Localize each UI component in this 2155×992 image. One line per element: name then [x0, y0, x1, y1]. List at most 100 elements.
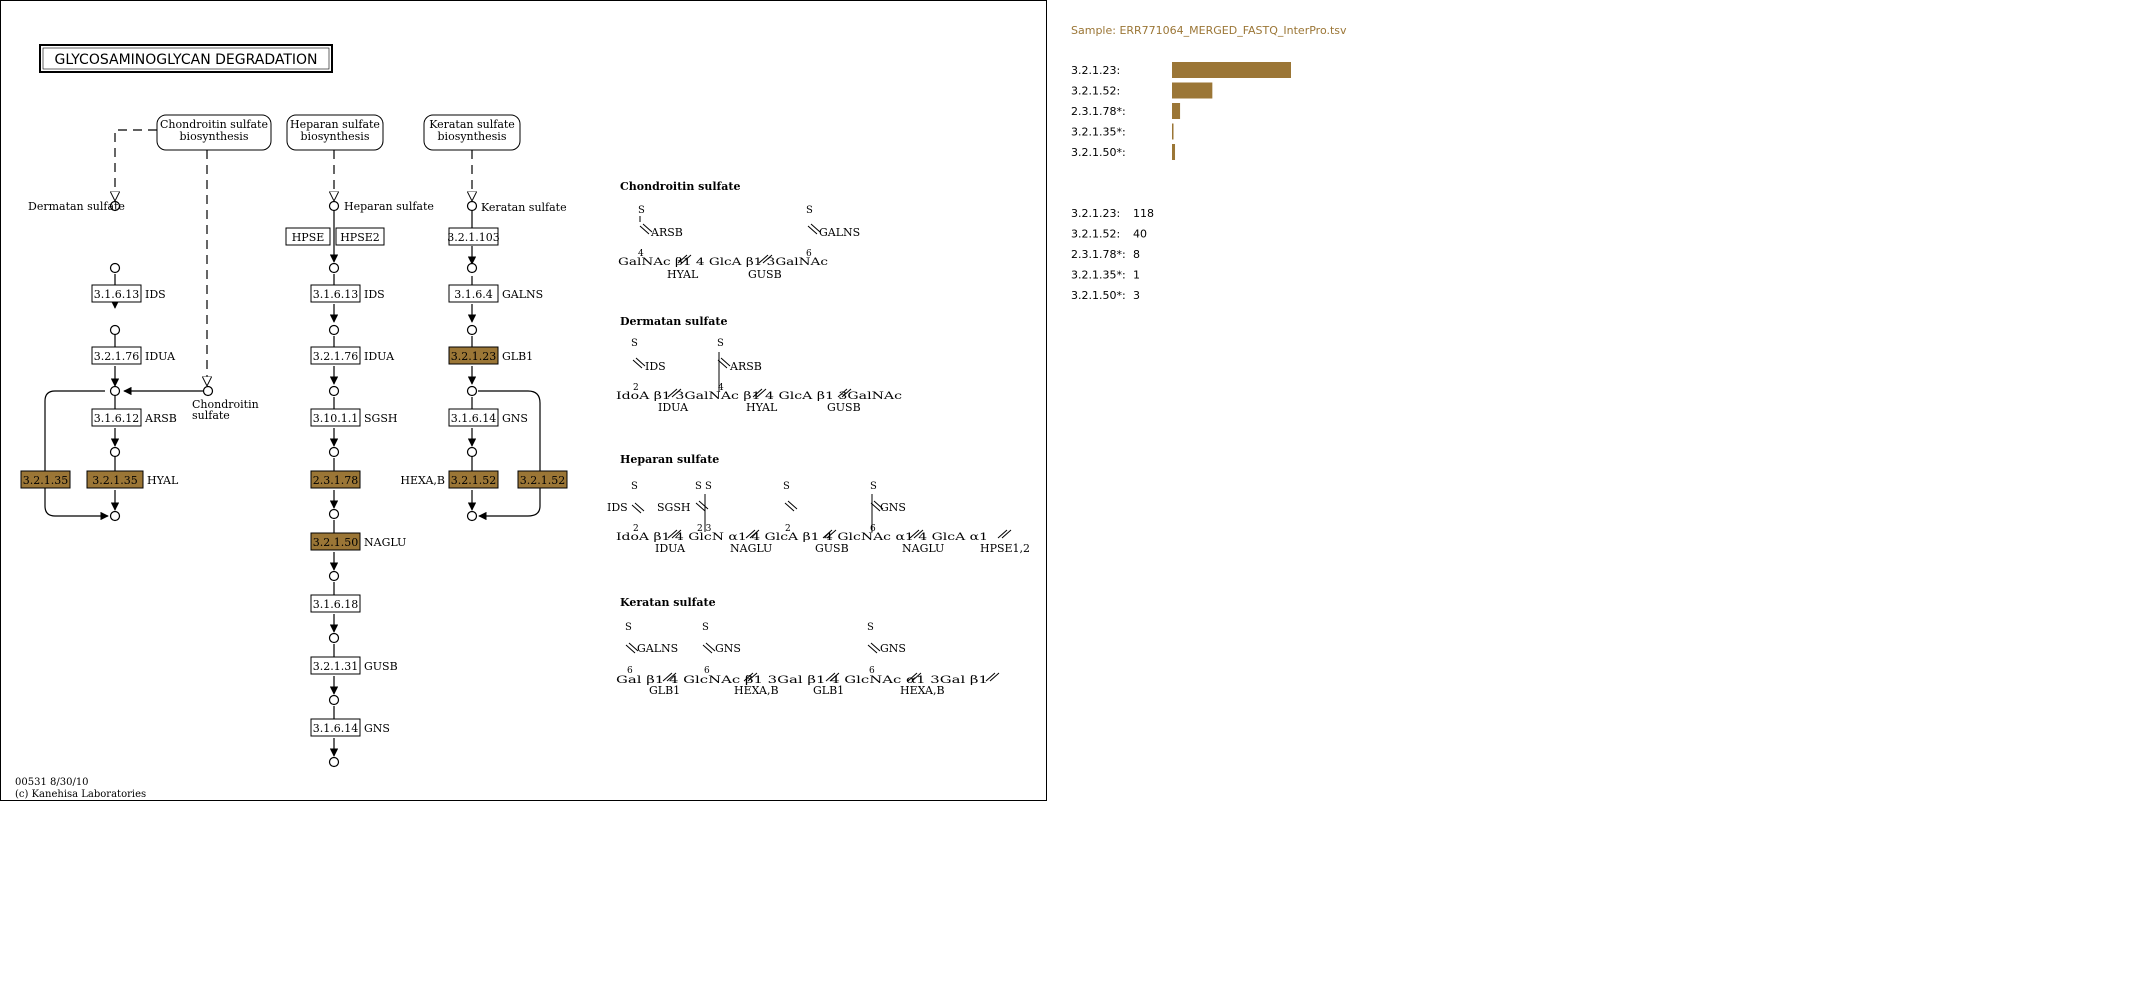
- structure-label: S: [870, 481, 877, 492]
- map-frame: [0, 0, 1047, 801]
- structure-label: HPSE1,2: [980, 542, 1030, 555]
- enzyme-box[interactable]: 3.2.1.52 HEXA,B: [400, 470, 499, 489]
- structure-label: S S: [695, 481, 712, 492]
- enzyme-box[interactable]: 3.1.6.13 IDS: [310, 284, 385, 303]
- enzyme-box[interactable]: HPSE: [285, 227, 331, 246]
- pathway-title-box: [39, 44, 333, 73]
- enzyme-ec: 3.1.6.4: [454, 288, 492, 301]
- enzyme-box[interactable]: 3.2.1.35: [20, 470, 71, 489]
- enzyme-gene: IDS: [364, 288, 385, 301]
- structure-title: Dermatan sulfate: [620, 315, 727, 328]
- enzyme-box[interactable]: 2.3.1.78: [310, 470, 361, 489]
- count-category: 3.2.1.50*:: [1071, 289, 1126, 302]
- enzyme-box[interactable]: 3.2.1.52: [517, 470, 568, 489]
- enzyme-ec: 3.1.6.14: [313, 722, 358, 735]
- enzyme-box[interactable]: 3.1.6.14 GNS: [310, 718, 390, 737]
- structure-title: Keratan sulfate: [620, 596, 716, 609]
- enzyme-box[interactable]: 3.2.1.103: [447, 227, 500, 246]
- cleavage-marks: [625, 216, 1012, 682]
- enzyme-ec: 3.10.1.1: [313, 412, 358, 425]
- count-value: 40: [1133, 228, 1147, 241]
- structure-label: ARSB: [729, 360, 762, 373]
- enzyme-ec: HPSE: [292, 231, 325, 244]
- structure-label: 2 3: [697, 524, 712, 534]
- structure-label: GALNS: [819, 226, 860, 239]
- footer-copyright: (c) Kanehisa Laboratories: [15, 789, 146, 800]
- enzyme-ec: 3.2.1.76: [94, 350, 139, 363]
- bar: [1172, 123, 1174, 140]
- structure-label: 2: [785, 524, 791, 534]
- structure-label: GLB1: [649, 684, 680, 697]
- structure-label: ARSB: [650, 226, 683, 239]
- enzyme-ec: 3.2.1.35: [92, 474, 137, 487]
- structure-title: Heparan sulfate: [620, 453, 719, 466]
- pathway-title: GLYCOSAMINOGLYCAN DEGRADATION: [54, 52, 317, 68]
- enzyme-ec: 3.2.1.52: [451, 474, 496, 487]
- compound-keratan[interactable]: Keratan sulfate: [481, 201, 567, 214]
- structure-label: S: [638, 205, 645, 216]
- structure-label: NAGLU: [902, 542, 944, 555]
- enzyme-gene: ARSB: [144, 412, 177, 425]
- structure-label: 6: [869, 666, 875, 676]
- structure-label: 6: [627, 666, 633, 676]
- structure-chondroitin: Chondroitin sulfate GalNAc β1 4 GlcA β1 …: [618, 180, 860, 281]
- count-value: 118: [1133, 207, 1154, 220]
- enzyme-ec: 3.1.6.18: [313, 598, 358, 611]
- structure-label: S: [867, 622, 874, 633]
- structure-label: 6: [704, 666, 710, 676]
- enzyme-gene: GALNS: [502, 288, 543, 301]
- structure-label: IDS: [607, 501, 628, 514]
- structure-label: IDS: [645, 360, 666, 373]
- enzyme-ec: 3.1.6.13: [313, 288, 358, 301]
- count-category: 2.3.1.78*:: [1071, 248, 1126, 261]
- structure-label: S: [717, 338, 724, 349]
- count-category: 3.2.1.52:: [1071, 228, 1120, 241]
- compound-dermatan[interactable]: Dermatan sulfate: [28, 200, 125, 213]
- enzyme-ec: 3.1.6.14: [451, 412, 496, 425]
- structure-heparan: Heparan sulfate IdoA β1 4 GlcN α1 4 GlcA…: [607, 453, 1030, 555]
- sample-bar-chart: 3.2.1.23:3.2.1.52:2.3.1.78*:3.2.1.35*:3.…: [1071, 62, 1291, 160]
- enzyme-ec: 3.2.1.76: [313, 350, 358, 363]
- compound-heparan[interactable]: Heparan sulfate: [344, 200, 434, 213]
- structure-label: IDUA: [655, 542, 686, 555]
- count-category: 3.2.1.35*:: [1071, 269, 1126, 282]
- structure-label: GUSB: [827, 401, 861, 414]
- count-value: 1: [1133, 269, 1140, 282]
- structure-chain: IdoA β1 4 GlcN α1 4 GlcA β1 4 GlcNAc α1 …: [616, 532, 988, 543]
- enzyme-gene: IDS: [145, 288, 166, 301]
- footer-id-date: 00531 8/30/10: [15, 777, 89, 788]
- structure-label: 4: [638, 249, 644, 259]
- enzyme-box[interactable]: 3.1.6.18: [310, 594, 361, 613]
- structure-label: S: [631, 338, 638, 349]
- structure-chain: IdoA β1 3GalNAc β1 4 GlcA β1 3GalNAc: [616, 391, 903, 402]
- bar: [1172, 103, 1181, 119]
- enzyme-gene: GNS: [364, 722, 390, 735]
- structure-keratan: Keratan sulfate Gal β1 4 GlcNAc β1 3Gal …: [616, 596, 988, 697]
- structure-label: S: [625, 622, 632, 633]
- enzyme-ec: 3.2.1.50: [313, 536, 358, 549]
- bar-category-label: 2.3.1.78*:: [1071, 105, 1126, 118]
- enzyme-box[interactable]: HPSE2: [335, 227, 385, 246]
- enzyme-ec: 3.2.1.103: [447, 231, 499, 244]
- enzyme-box[interactable]: 3.1.6.4 GALNS: [448, 284, 543, 303]
- enzyme-ec: 2.3.1.78: [313, 474, 358, 487]
- structure-label: GNS: [715, 642, 741, 655]
- enzyme-gene: HEXA,B: [400, 474, 445, 487]
- bar: [1172, 82, 1213, 99]
- structure-chain: Gal β1 4 GlcNAc β1 3Gal β1 4 GlcNAc α1 3…: [616, 675, 988, 686]
